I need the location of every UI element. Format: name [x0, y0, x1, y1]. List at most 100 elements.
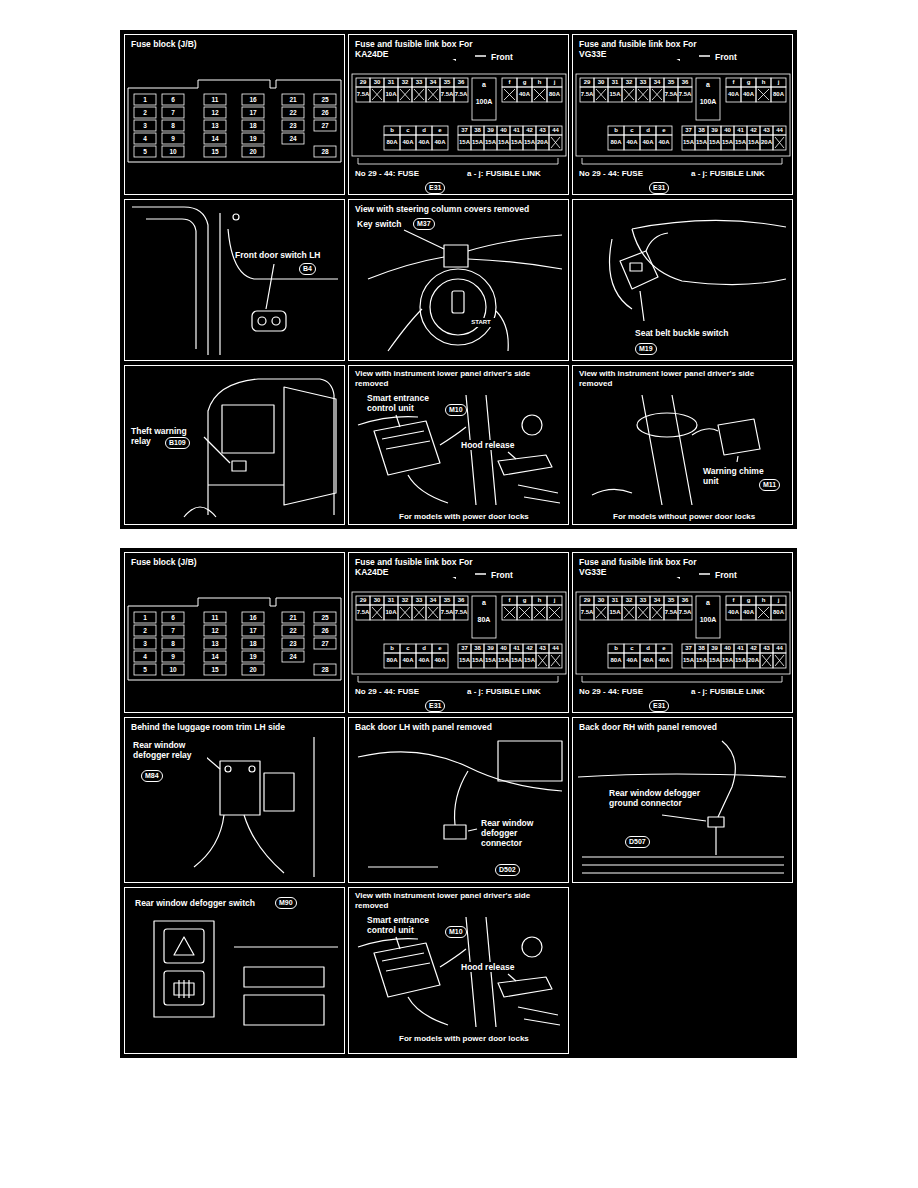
fuse-rating: 7.5A — [664, 87, 678, 102]
fuse-cell — [204, 120, 226, 131]
fuse-cell — [471, 135, 484, 150]
fuse-number: 35 — [664, 596, 678, 605]
fuse-cell — [664, 596, 678, 605]
fuse-cell — [726, 87, 741, 102]
fuse-cell — [721, 644, 734, 653]
connector-code-text: M37 — [417, 219, 431, 229]
link-letter: f — [502, 78, 517, 87]
back-door-illustration — [444, 825, 466, 839]
fuse-cell — [594, 605, 608, 620]
link-rating: 80A — [384, 653, 400, 668]
link-letter: b — [384, 126, 400, 135]
fuse-number: 40 — [497, 644, 510, 653]
fuse-rating: 15A — [510, 653, 523, 668]
link-letter: a — [472, 80, 496, 90]
connector-code: B4 — [299, 263, 316, 275]
fuse-number: 29 — [580, 596, 594, 605]
panel-text: Fuse block (J/B) — [131, 557, 197, 567]
fuse-cell — [204, 146, 226, 157]
fuse-block-panel: Fuse block (J/B) — [124, 552, 345, 713]
fuse-cell — [484, 126, 497, 135]
fuse-cell — [162, 612, 184, 623]
fuse-cell — [624, 644, 640, 653]
fuse-rating: 7.5A — [440, 605, 454, 620]
link-letter: a — [472, 598, 496, 608]
fuse-cell — [162, 664, 184, 675]
fuse-cell — [622, 78, 636, 87]
fuse-cell — [370, 596, 384, 605]
fuse-rating: 15A — [510, 135, 523, 150]
fuse-cell — [678, 605, 692, 620]
fuse-cell — [608, 78, 622, 87]
fuse-cell — [204, 638, 226, 649]
fuse-number: 31 — [384, 596, 398, 605]
fuse-block-outline — [128, 80, 341, 162]
rear-glass-illustration — [582, 857, 784, 873]
fuse-number: 11 — [204, 94, 226, 105]
empty-slot-cross — [519, 607, 530, 618]
fuse-cell — [771, 596, 786, 605]
fuse-cell — [134, 120, 156, 131]
connector-code-text: E31 — [653, 183, 665, 193]
empty-slot-cross — [504, 607, 515, 618]
fuse-number: 31 — [608, 78, 622, 87]
panel-text: Smart entrance control unit — [367, 393, 443, 413]
fuse-rating: 15A — [523, 653, 536, 668]
fuse-cell — [741, 596, 756, 605]
fuse-number: 22 — [282, 107, 304, 118]
fuse-rating: 15A — [497, 135, 510, 150]
panel-text: a - j: FUSIBLE LINK — [691, 169, 765, 179]
fuse-cell — [741, 78, 756, 87]
link-letter: h — [756, 78, 771, 87]
key-switch-illustration — [404, 230, 444, 249]
fuse-cell — [412, 596, 426, 605]
switch-illustration — [164, 971, 204, 1005]
fuse-cell — [458, 644, 471, 653]
panel-text: Rear window defogger ground connector — [609, 788, 701, 808]
fuse-cell — [771, 87, 786, 102]
fuse-cell — [134, 146, 156, 157]
fuse-cell — [536, 126, 549, 135]
fuse-cell — [370, 87, 384, 102]
switch-illustration — [164, 929, 204, 963]
fuse-cell — [773, 135, 786, 150]
link-letter: j — [547, 78, 562, 87]
fuse-number: 32 — [622, 78, 636, 87]
fuse-cell — [760, 653, 773, 668]
fuse-rating: 10A — [384, 87, 398, 102]
link-box-outline — [576, 74, 790, 156]
switch-illustration — [234, 946, 338, 947]
fuse-cell — [484, 135, 497, 150]
empty-slot-cross — [534, 607, 545, 618]
fuse-cell — [760, 135, 773, 150]
fuse-number: 34 — [650, 596, 664, 605]
fuse-cell — [384, 605, 398, 620]
chime-illustration — [692, 429, 718, 435]
empty-slot-cross — [775, 655, 784, 666]
chime-illustration — [592, 395, 760, 505]
panel-text: For models without power door locks — [613, 512, 755, 522]
fuse-cell — [384, 78, 398, 87]
fuse-number: 37 — [458, 126, 471, 135]
fuse-number: 13 — [204, 638, 226, 649]
fuse-cell — [580, 78, 594, 87]
fuse-cell — [608, 653, 624, 668]
fuse-cell — [622, 605, 636, 620]
back-door-illustration — [468, 829, 477, 831]
panel-text: View with steering column covers removed — [355, 204, 529, 214]
fuse-cell — [532, 87, 547, 102]
fuse-number: 7 — [162, 107, 184, 118]
fuse-number: 20 — [242, 664, 264, 675]
fuse-cell — [622, 596, 636, 605]
fuse-number: 38 — [471, 126, 484, 135]
fuse-cell — [412, 87, 426, 102]
fuse-cell — [384, 135, 400, 150]
link-rating: 80A — [547, 87, 562, 102]
fuse-cell — [502, 605, 517, 620]
link-rating: 40A — [640, 653, 656, 668]
connector-code-text: M19 — [639, 344, 653, 354]
vehicle-illustration — [222, 405, 274, 453]
seat-belt-illustration — [632, 229, 786, 285]
fuse-cell — [398, 87, 412, 102]
